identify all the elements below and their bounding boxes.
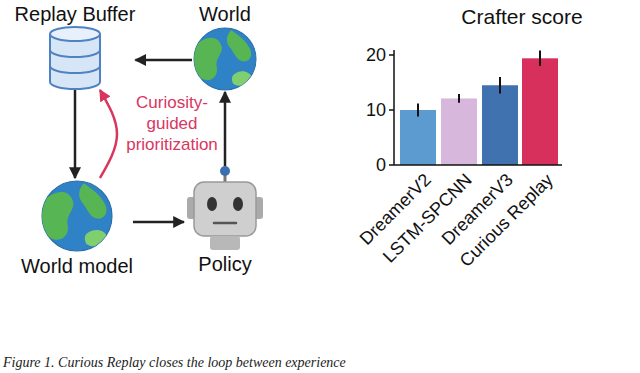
globe-icon [193,28,256,90]
flow-arrow [135,59,192,62]
bar-chart-part [499,77,501,94]
bar-chart-part [539,51,541,66]
globe-icon-part-part [232,71,252,86]
robot-icon-part [210,236,240,250]
icon-node: World [192,2,258,92]
bar-chart-part [389,164,394,166]
globe-icon-part-part [193,38,222,80]
globe-icon [41,181,112,251]
globe-icon-part-part [79,183,106,218]
globe-icon-part [194,28,256,90]
axis-tick: 20 [366,44,386,66]
bar-chart-part [394,164,562,166]
bar-chart-part [400,110,436,165]
database-icon-part [50,50,100,57]
robot-icon-part [233,197,243,211]
icon-space [184,166,266,252]
globe-icon-part [41,183,107,246]
bar-chart-part [441,98,477,165]
icon-node: World model [21,178,133,278]
bar-chart-part [389,54,394,56]
bar-chart-part [393,50,395,165]
bar-chart-part [458,94,460,103]
database-icon-part [50,66,100,73]
axis-tick: 0 [376,154,386,176]
database-icon-part [50,34,100,89]
icon-space [192,26,258,92]
globe-icon-part-part [41,192,73,240]
node-label: World model [21,254,133,278]
node-label: Replay Buffer [15,2,136,26]
flow-arrow [133,221,184,224]
flow-arrow [74,90,77,178]
bar-chart-part [417,103,419,116]
axis-tick: 10 [366,99,386,121]
chart-title: Crafter score [461,4,582,29]
robot-icon-part [220,166,230,176]
bar-chart-part [389,109,394,111]
database-icon [50,27,100,89]
globe-icon-part-part [227,30,251,61]
node-label: Policy [198,252,251,276]
robot-icon-part [214,222,236,225]
node-label: World [199,2,251,26]
database-icon-part [50,27,100,41]
icon-node: Replay Buffer [15,2,136,90]
flow-arrow [100,90,117,178]
bar-chart-part [482,85,518,165]
bar-chart [389,50,562,165]
globe-icon-part-part [85,230,108,246]
icon-space [47,26,103,90]
icon-node: Policy [184,166,266,276]
icon-space [41,178,113,254]
bar-chart-part [522,58,558,165]
figure-caption: Figure 1. Curious Replay closes the loop… [3,354,346,371]
flow-arrow [224,92,227,166]
robot-icon-part [194,182,256,236]
edge-label: Curiosity-guided prioritization [122,92,222,155]
robot-icon-part [207,197,217,211]
robot-icon [187,166,263,250]
globe-icon-part [193,30,252,86]
globe-icon-part [42,181,112,251]
